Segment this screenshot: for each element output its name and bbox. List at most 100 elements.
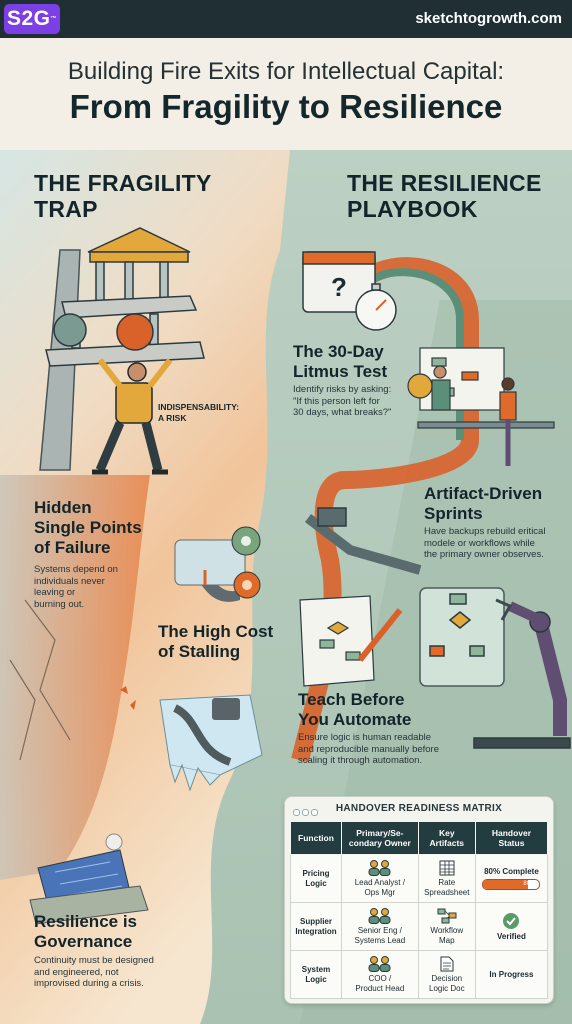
top-bar: S2G™ sketchtogrowth.com	[0, 0, 572, 38]
svg-text:?: ?	[331, 272, 347, 302]
sprints-body-line1: Have backups rebuild eritical	[424, 526, 546, 537]
owner-cell: Lead Analyst /Ops Mgr	[341, 854, 419, 903]
col-status-line2: Status	[498, 838, 525, 848]
status-cell: Verified	[474, 902, 549, 951]
teach-title: Teach Before You Automate	[298, 690, 411, 730]
spof-body-line1: Systems depend on	[34, 564, 118, 575]
people-icon	[368, 860, 391, 876]
sprints-title-line2: Sprints	[424, 504, 483, 523]
litmus-title: The 30-Day Litmus Test	[293, 342, 387, 382]
col-owner-line1: Primary/Se-	[356, 828, 404, 838]
owner-cell: COO /Product Head	[341, 950, 419, 999]
page-title-line1: Building Fire Exits for Intellectual Cap…	[67, 58, 505, 85]
resilience-heading-line1: THE RESILIENCE	[347, 170, 542, 196]
owner-line2: Product Head	[355, 983, 405, 993]
artifact-line1: Decision	[431, 974, 463, 983]
status-text: 80% Complete	[484, 866, 539, 876]
sprints-title: Artifact-Driven Sprints	[424, 484, 542, 524]
function-line2: Logic	[305, 878, 327, 888]
spreadsheet-icon	[439, 860, 455, 876]
governance-title: Resilience is Governance	[34, 912, 137, 952]
teach-title-line1: Teach Before	[298, 690, 405, 709]
fragility-heading-line1: THE FRAGILITY	[34, 170, 212, 196]
progress-label: 80%	[523, 881, 536, 888]
fragile-tower	[45, 227, 205, 367]
page-title-line2: From Fragility to Resilience	[69, 88, 503, 125]
site-url[interactable]: sketchtogrowth.com	[415, 10, 562, 27]
window-dots	[293, 803, 320, 821]
governance-body: Continuity must be designed and engineer…	[34, 955, 154, 990]
owner-line2: Ops Mgr	[364, 887, 396, 897]
stopwatch-icon	[355, 283, 397, 331]
teach-body-line3: scaling it through automation.	[298, 755, 423, 766]
owner-cell: Senior Eng /Systems Lead	[341, 902, 419, 951]
governance-body-line3: improvised during a crisis.	[34, 978, 144, 989]
governance-title-line1: Resilience is	[34, 912, 138, 931]
status-cell: 80% Complete 80%	[474, 854, 549, 903]
flowchart-doc-illustration	[299, 595, 403, 687]
function-line2: Integration	[295, 926, 337, 936]
sprints-body-line2: modele or workflows while	[424, 537, 535, 549]
spof-title-line1: Hidden	[34, 498, 92, 517]
status-text: In Progress	[489, 969, 534, 979]
function-line1: Supplier	[299, 917, 332, 926]
risk-label-line2: A RISK	[158, 413, 187, 423]
stalling-title-line2: of Stalling	[158, 642, 241, 661]
litmus-body: Identify risks by asking: "If this perso…	[293, 384, 391, 419]
owner-line1: Senior Eng /	[357, 926, 402, 935]
teach-title-line2: You Automate	[298, 710, 412, 729]
teach-body: Ensure logic is human readable and repro…	[298, 732, 439, 767]
spof-title: Hidden Single Points of Failure	[34, 498, 142, 558]
cliff	[0, 475, 150, 880]
governance-body-line2: and engineered, not	[34, 966, 119, 978]
litmus-body-line3: 30 days, what breaks?"	[293, 407, 392, 418]
status-cell: In Progress	[474, 950, 549, 999]
gears-road-illustration	[174, 526, 261, 602]
artifact-line1: Workflow	[430, 926, 464, 935]
col-owner: Primary/Se-condary Owner	[341, 821, 419, 855]
s2g-logo[interactable]: S2G™	[4, 4, 60, 34]
col-status-line1: Handover	[491, 828, 532, 838]
people-icon	[368, 908, 391, 924]
blueprint-illustration	[29, 833, 149, 925]
spof-title-line3: of Failure	[34, 538, 111, 557]
litmus-title-line1: The 30-Day	[293, 342, 384, 361]
function-line1: Pricing	[302, 869, 330, 878]
spof-body: Systems depend on individuals never leav…	[34, 564, 118, 610]
resilience-heading: THE RESILIENCE PLAYBOOK	[347, 170, 542, 222]
strained-person	[92, 358, 173, 475]
col-artifacts-line1: Key	[438, 828, 455, 838]
matrix-title: HANDOVER READINESS MATRIX	[335, 803, 503, 814]
col-owner-line2: condary Owner	[348, 838, 411, 848]
spof-body-line3: leaving or	[34, 587, 76, 598]
teach-body-line1: Ensure logic is human readable	[298, 732, 432, 743]
owner-line2: Systems Lead	[354, 935, 406, 945]
litmus-body-line1: Identify risks by asking:	[293, 384, 392, 395]
litmus-body-line2: "If this person left for	[293, 395, 380, 407]
risk-label-line1: INDISPENSABILITY:	[158, 402, 240, 412]
frozen-engine-illustration	[159, 694, 263, 792]
risk-label: INDISPENSABILITY: A RISK	[158, 402, 239, 424]
artifact-line2: Logic Doc	[429, 983, 465, 993]
litmus-title-line2: Litmus Test	[293, 362, 388, 381]
robotic-arm-illustration	[304, 507, 571, 749]
spof-body-line2: individuals never	[34, 575, 105, 587]
fragility-heading-line2: TRAP	[34, 196, 98, 222]
progress-fill	[483, 880, 529, 890]
artifact-line1: Rate	[438, 878, 456, 887]
artifact-line2: Map	[439, 935, 455, 945]
status-text: Verified	[496, 931, 526, 941]
people-icon	[368, 956, 391, 972]
governance-body-line1: Continuity must be designed	[34, 955, 154, 966]
col-function: Function	[290, 821, 342, 855]
